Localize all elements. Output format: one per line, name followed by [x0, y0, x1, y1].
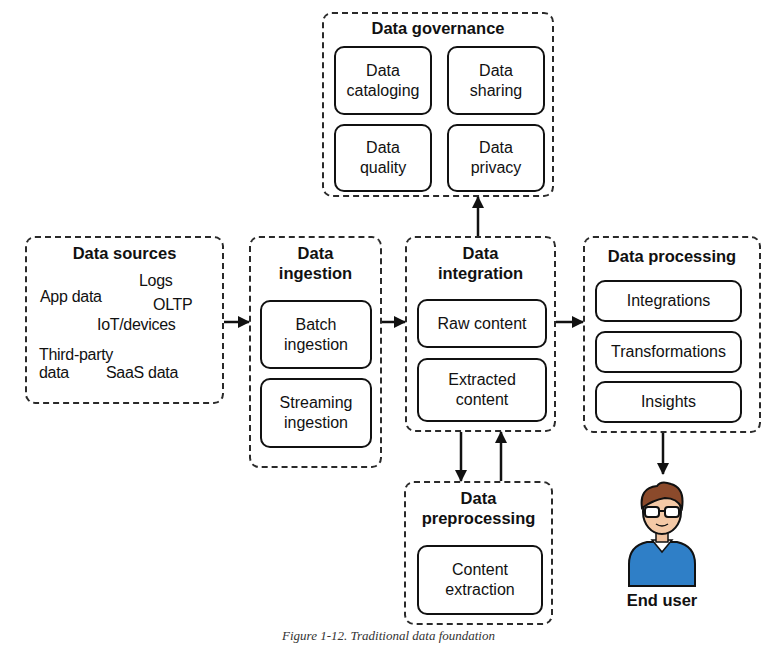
process-box: Content extraction: [417, 545, 543, 615]
box-label: Data sharing: [458, 61, 534, 101]
group-title: Data preprocessing: [409, 488, 549, 528]
flow-arrow: [382, 321, 405, 324]
box-label: Extracted content: [428, 370, 536, 410]
ingestion-group: Data ingestionBatch ingestionStreaming i…: [249, 236, 382, 468]
process-box: Data quality: [334, 124, 432, 192]
group-title: Data integration: [431, 243, 531, 283]
box-label: Content extraction: [428, 560, 532, 600]
flow-arrow: [500, 432, 503, 481]
box-label: Data quality: [345, 138, 421, 178]
box-label: Insights: [641, 392, 696, 412]
source-label: App data: [40, 288, 130, 306]
flow-arrow: [556, 321, 583, 324]
box-label: Data cataloging: [345, 61, 421, 101]
process-box: Extracted content: [417, 358, 547, 422]
process-box: Insights: [595, 381, 742, 423]
box-label: Raw content: [438, 314, 527, 334]
process-box: Raw content: [417, 299, 547, 348]
figure-caption: Figure 1-12. Traditional data foundation: [0, 628, 777, 644]
flow-arrow: [224, 321, 249, 324]
source-label: IoT/devices: [97, 316, 207, 334]
flow-arrow: [662, 433, 665, 474]
group-title: Data processing: [587, 246, 757, 266]
user-label: End user: [612, 590, 712, 610]
integration-group: Data integrationRaw contentExtracted con…: [405, 236, 556, 432]
box-label: Batch ingestion: [271, 315, 361, 355]
source-label: Logs: [139, 272, 199, 290]
source-label: OLTP: [153, 296, 213, 314]
process-box: Transformations: [595, 331, 742, 373]
process-box: Integrations: [595, 280, 742, 322]
processing-group: Data processingIntegrationsTransformatio…: [583, 236, 761, 433]
preprocessing-group: Data preprocessingContent extraction: [404, 481, 553, 625]
end-user-node: End user: [612, 474, 712, 614]
group-title: Data sources: [35, 243, 215, 263]
source-label: SaaS data: [106, 364, 206, 382]
box-label: Integrations: [627, 291, 711, 311]
flow-arrow: [460, 432, 463, 481]
box-label: Data privacy: [458, 138, 534, 178]
process-box: Data cataloging: [334, 46, 432, 115]
group-title: Data governance: [328, 18, 548, 38]
sources-group: Data sourcesLogsApp dataOLTPIoT/devicesT…: [25, 236, 224, 404]
flow-arrow: [477, 197, 480, 236]
process-box: Data sharing: [447, 46, 545, 115]
group-title: Data ingestion: [266, 243, 366, 283]
process-box: Data privacy: [447, 124, 545, 192]
governance-group: Data governanceData cataloging Data shari…: [322, 12, 554, 197]
box-label: Transformations: [611, 342, 726, 362]
box-label: Streaming ingestion: [271, 393, 361, 433]
process-box: Streaming ingestion: [260, 378, 372, 448]
end-user-icon: [625, 478, 699, 588]
process-box: Batch ingestion: [260, 300, 372, 369]
